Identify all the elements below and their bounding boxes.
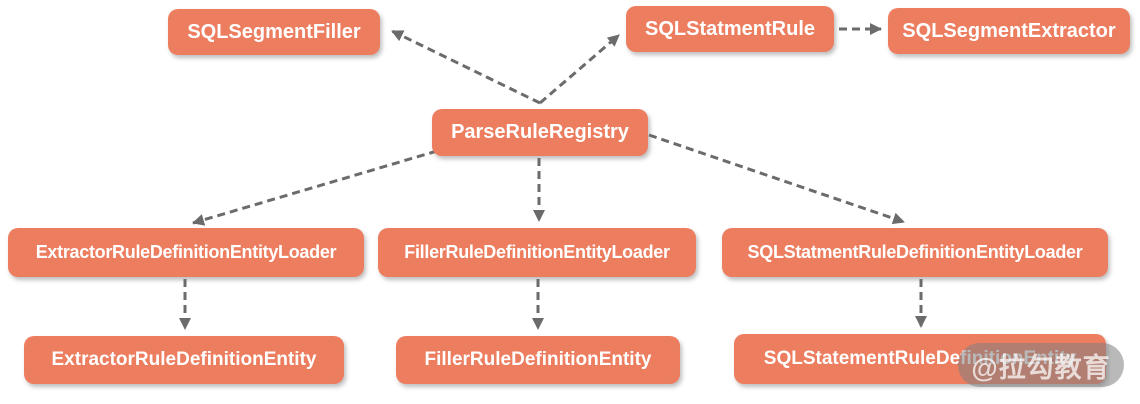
node-extractor-rule-definition-entity-loader: ExtractorRuleDefinitionEntityLoader [8, 228, 364, 277]
edge-registry-to-segment-filler [391, 29, 541, 105]
node-sql-segment-extractor: SQLSegmentExtractor [888, 8, 1130, 54]
node-filler-rule-definition-entity: FillerRuleDefinitionEntity [396, 336, 680, 384]
edge-registry-to-statment-rule [539, 33, 620, 105]
edge-registry-to-statment-loader [648, 133, 905, 225]
node-parse-rule-registry: ParseRuleRegistry [432, 109, 648, 156]
node-extractor-rule-definition-entity: ExtractorRuleDefinitionEntity [24, 336, 344, 384]
node-sql-statment-rule: SQLStatmentRule [626, 6, 834, 52]
node-sql-segment-filler: SQLSegmentFiller [168, 9, 380, 55]
watermark-badge: @拉勾教育 [958, 343, 1124, 387]
node-filler-rule-definition-entity-loader: FillerRuleDefinitionEntityLoader [378, 228, 696, 277]
node-sql-statment-rule-definition-entity-loader: SQLStatmentRuleDefinitionEntityLoader [722, 228, 1108, 277]
edge-registry-to-extractor-loader [192, 149, 438, 226]
